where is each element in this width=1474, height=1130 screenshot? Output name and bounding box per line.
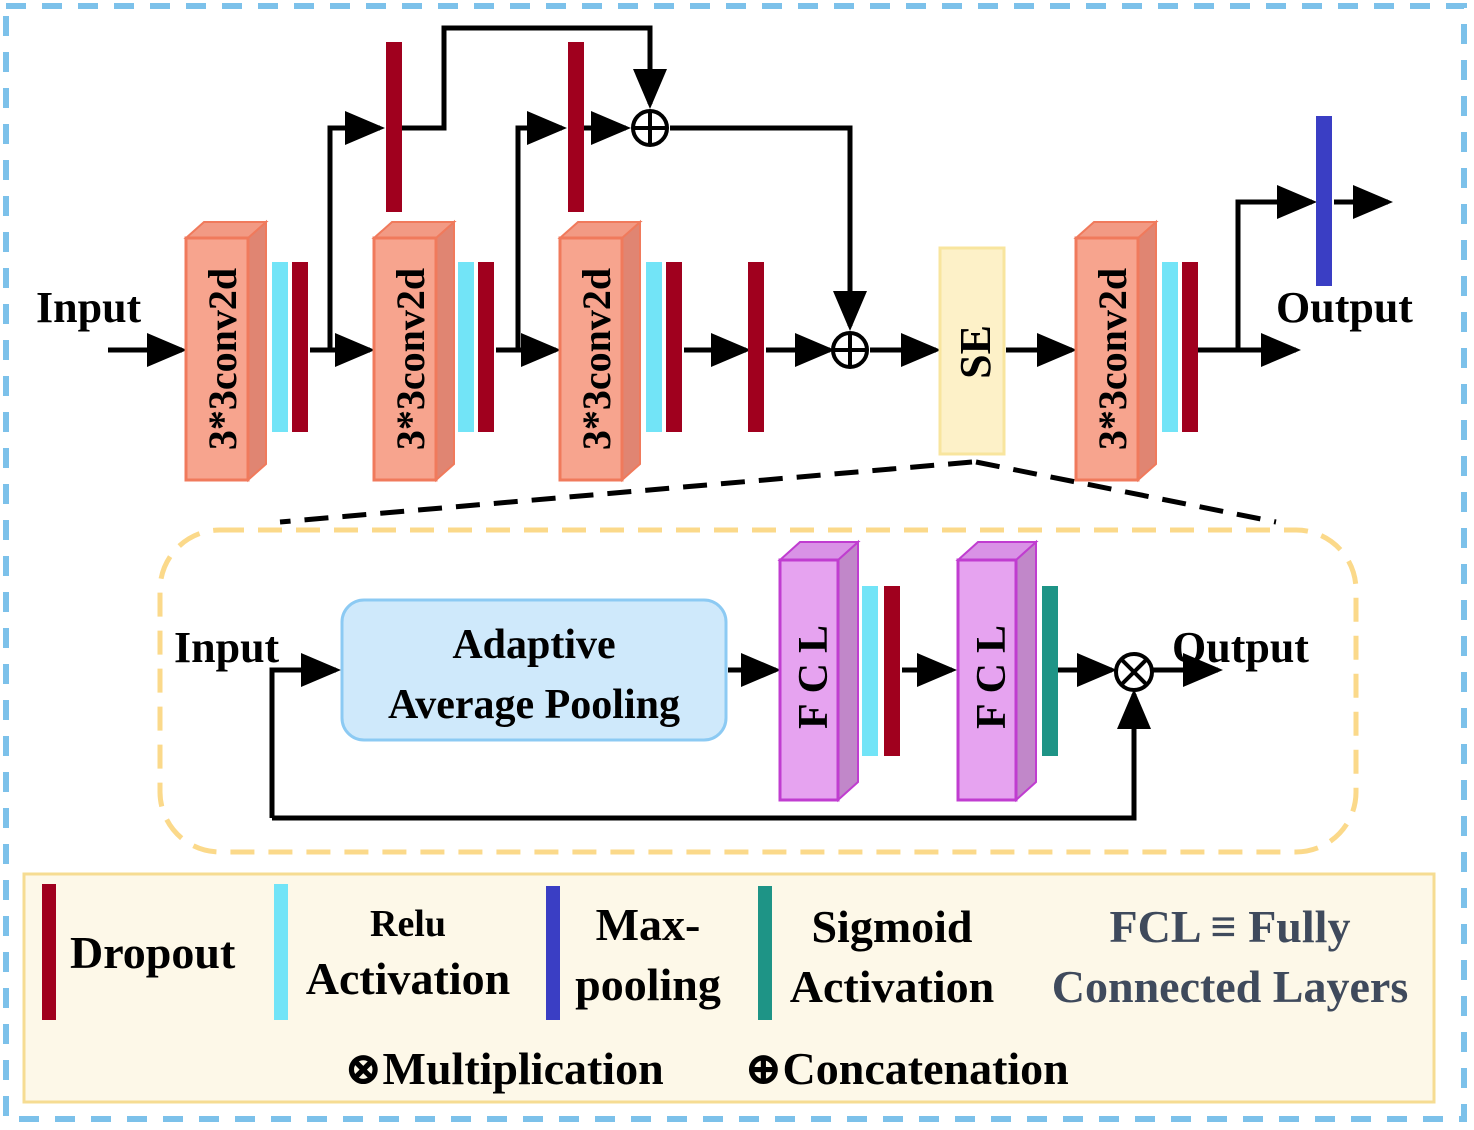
conv-block-3: 3*3conv2d: [557, 219, 643, 483]
conv-block-1: 3*3conv2d: [183, 219, 269, 483]
dropout-bar: [386, 42, 402, 212]
legend-sigmoid-line2: Activation: [790, 961, 994, 1012]
conv-block-2: 3*3conv2d: [371, 219, 457, 483]
dropout-bar: [666, 262, 682, 432]
se-input-arrow: [269, 653, 341, 818]
skip-path-1: [402, 25, 667, 131]
legend-dropout-swatch: [42, 884, 56, 1020]
dropout-bar: [292, 262, 308, 432]
fcl-block-1: FCL: [777, 539, 861, 803]
legend-fcl-note-line2: Connected Layers: [1052, 961, 1408, 1012]
fcl-block-2: FCL: [955, 539, 1039, 803]
skip-branch-2: [515, 111, 567, 350]
legend-dropout-label: Dropout: [70, 927, 236, 978]
legend-maxpool-line2: pooling: [575, 959, 721, 1010]
legend-sigmoid-swatch: [758, 886, 772, 1020]
concat-link: [670, 125, 867, 331]
zoom-line-left: [279, 459, 973, 525]
fcl-label: FCL: [969, 615, 1015, 729]
adaptive-pooling-box: Adaptive Average Pooling: [340, 598, 728, 742]
multiply-symbol: [1114, 652, 1154, 692]
legend-fcl-note-line1: FCL ≡ Fully: [1110, 901, 1351, 952]
concat-symbol-main: [831, 331, 869, 369]
dropout-bar: [748, 262, 764, 432]
conv-label: 3*3conv2d: [200, 268, 245, 450]
conv-label: 3*3conv2d: [1090, 268, 1135, 450]
dropout-bar: [884, 586, 900, 756]
se-input-label: Input: [174, 623, 280, 672]
legend-concatenation: ⊕Concatenation: [744, 1043, 1069, 1094]
conv-label: 3*3conv2d: [574, 268, 619, 450]
concat-symbol-top: [631, 109, 669, 147]
se-detail-frame: [157, 527, 1359, 855]
legend-maxpool-swatch: [546, 886, 560, 1020]
se-block: SE: [938, 246, 1006, 456]
main-arrows: [108, 25, 1393, 367]
legend-sigmoid-line1: Sigmoid: [811, 901, 972, 952]
se-label: SE: [951, 325, 1000, 379]
legend-multiplication: ⊗Multiplication: [344, 1043, 664, 1094]
relu-bar: [862, 586, 878, 756]
skip-branch-1: [327, 111, 385, 350]
relu-bar: [458, 262, 474, 432]
relu-bar: [272, 262, 288, 432]
pooling-label-line1: Adaptive: [452, 622, 615, 668]
dropout-bar: [478, 262, 494, 432]
conv-label: 3*3conv2d: [388, 268, 433, 450]
legend-box: [22, 872, 1436, 1104]
maxpool-bar: [1316, 116, 1332, 286]
se-arrows: [269, 653, 1223, 821]
fcl-label: FCL: [791, 615, 837, 729]
conv-block-4: 3*3conv2d: [1073, 219, 1159, 483]
dropout-bar: [568, 42, 584, 212]
maxpool-branch: [1235, 185, 1317, 350]
sigmoid-bar: [1042, 586, 1058, 756]
legend-relu-line1: Relu: [370, 903, 446, 945]
se-output-label: Output: [1172, 623, 1309, 672]
zoom-line-right: [975, 459, 1277, 525]
se-residual-path: [272, 689, 1151, 821]
pooling-label-line2: Average Pooling: [388, 682, 680, 728]
legend-relu-swatch: [274, 884, 288, 1020]
legend-relu-line2: Activation: [306, 953, 510, 1004]
legend-maxpool-line1: Max-: [596, 899, 701, 950]
relu-bar: [1162, 262, 1178, 432]
input-label: Input: [36, 283, 142, 332]
output-label: Output: [1276, 283, 1413, 332]
relu-bar: [646, 262, 662, 432]
dropout-bar: [1182, 262, 1198, 432]
